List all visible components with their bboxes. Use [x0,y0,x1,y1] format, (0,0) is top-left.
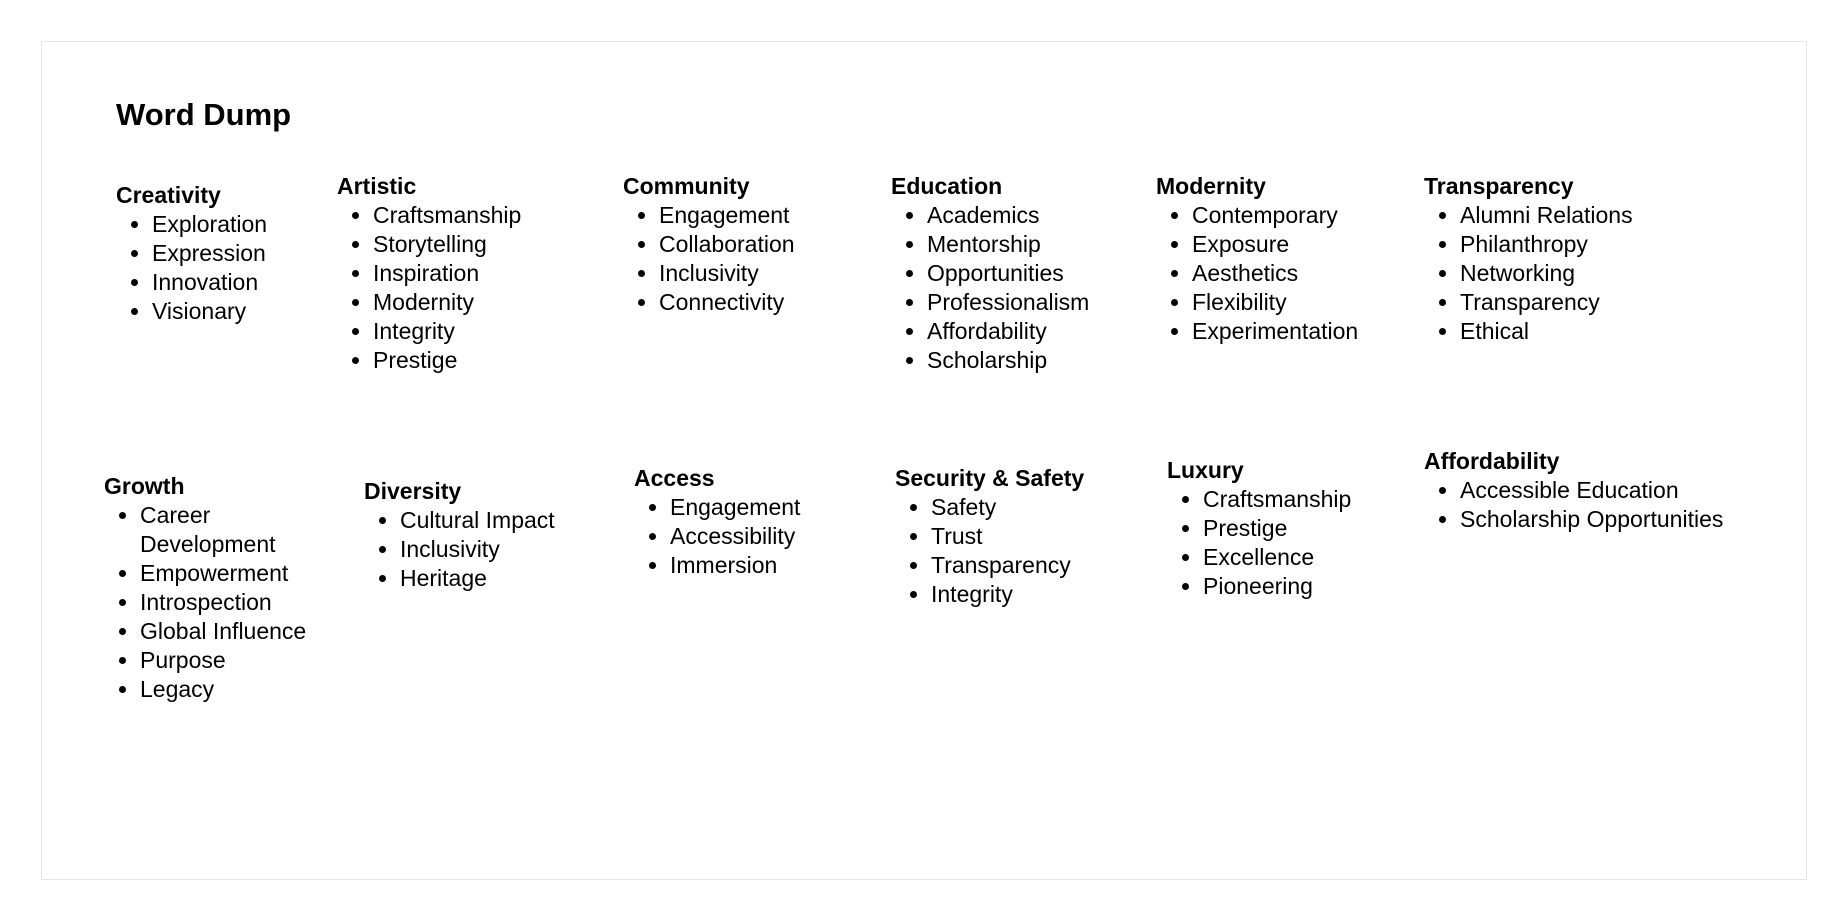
group-heading: Affordability [1424,448,1560,474]
group-list: Engagement Accessibility Immersion [634,493,800,580]
list-item: Trust [931,522,1084,551]
list-item: Mentorship [927,230,1089,259]
list-item: Visionary [152,297,267,326]
list-item: Craftsmanship [373,201,521,230]
list-item: Empowerment [140,559,334,588]
list-item: Craftsmanship [1203,485,1351,514]
group-heading: Artistic [337,173,417,199]
group-heading: Transparency [1424,173,1574,199]
group-list: Alumni Relations Philanthropy Networking… [1424,201,1633,346]
list-item: Accessibility [670,522,800,551]
list-item: Transparency [931,551,1084,580]
list-item: Pioneering [1203,572,1351,601]
list-item: Prestige [1203,514,1351,543]
canvas-frame [41,41,1807,880]
group-heading: Growth [104,473,185,499]
group-heading: Luxury [1167,457,1244,483]
list-item: Networking [1460,259,1633,288]
group-affordability: Affordability Accessible Education Schol… [1424,447,1723,534]
list-item: Aesthetics [1192,259,1358,288]
group-heading: Community [623,173,750,199]
list-item: Exploration [152,210,267,239]
list-item: Integrity [931,580,1084,609]
group-education: Education Academics Mentorship Opportuni… [891,172,1089,375]
list-item: Ethical [1460,317,1633,346]
list-item: Expression [152,239,267,268]
list-item: Contemporary [1192,201,1358,230]
group-transparency: Transparency Alumni Relations Philanthro… [1424,172,1633,346]
list-item: Opportunities [927,259,1089,288]
list-item: Professionalism [927,288,1089,317]
group-list: Craftsmanship Prestige Excellence Pionee… [1167,485,1351,601]
list-item: Immersion [670,551,800,580]
list-item: Flexibility [1192,288,1358,317]
list-item: Cultural Impact [400,506,555,535]
group-heading: Modernity [1156,173,1266,199]
group-heading: Security & Safety [895,465,1085,491]
group-list: Academics Mentorship Opportunities Profe… [891,201,1089,375]
list-item: Transparency [1460,288,1633,317]
group-heading: Education [891,173,1003,199]
group-list: Contemporary Exposure Aesthetics Flexibi… [1156,201,1358,346]
list-item: Integrity [373,317,521,346]
group-list: Engagement Collaboration Inclusivity Con… [623,201,795,317]
list-item: Storytelling [373,230,521,259]
list-item: Alumni Relations [1460,201,1633,230]
group-list: Cultural Impact Inclusivity Heritage [364,506,555,593]
list-item: Introspection [140,588,334,617]
list-item: Connectivity [659,288,795,317]
group-artistic: Artistic Craftsmanship Storytelling Insp… [337,172,521,375]
group-heading: Creativity [116,182,221,208]
group-heading: Diversity [364,478,462,504]
group-community: Community Engagement Collaboration Inclu… [623,172,795,317]
list-item: Engagement [659,201,795,230]
group-heading: Access [634,465,715,491]
group-list: Career Development Empowerment Introspec… [104,501,334,704]
list-item: Scholarship Opportunities [1460,505,1723,534]
list-item: Modernity [373,288,521,317]
list-item: Accessible Education [1460,476,1723,505]
list-item: Innovation [152,268,267,297]
list-item: Prestige [373,346,521,375]
group-creativity: Creativity Exploration Expression Innova… [116,181,267,326]
group-list: Safety Trust Transparency Integrity [895,493,1084,609]
list-item: Inspiration [373,259,521,288]
list-item: Scholarship [927,346,1089,375]
group-list: Craftsmanship Storytelling Inspiration M… [337,201,521,375]
list-item: Experimentation [1192,317,1358,346]
group-luxury: Luxury Craftsmanship Prestige Excellence… [1167,456,1351,601]
list-item: Inclusivity [659,259,795,288]
list-item: Collaboration [659,230,795,259]
list-item: Engagement [670,493,800,522]
list-item: Affordability [927,317,1089,346]
group-list: Accessible Education Scholarship Opportu… [1424,476,1723,534]
list-item: Purpose [140,646,334,675]
group-modernity: Modernity Contemporary Exposure Aestheti… [1156,172,1358,346]
list-item: Safety [931,493,1084,522]
list-item: Academics [927,201,1089,230]
group-diversity: Diversity Cultural Impact Inclusivity He… [364,477,555,593]
list-item: Philanthropy [1460,230,1633,259]
list-item: Inclusivity [400,535,555,564]
group-access: Access Engagement Accessibility Immersio… [634,464,800,580]
list-item: Heritage [400,564,555,593]
list-item: Legacy [140,675,334,704]
list-item: Global Influence [140,617,334,646]
list-item: Excellence [1203,543,1351,572]
group-security-safety: Security & Safety Safety Trust Transpare… [895,464,1084,609]
group-list: Exploration Expression Innovation Vision… [116,210,267,326]
page-title: Word Dump [116,97,292,132]
list-item: Career Development [140,501,300,559]
group-growth: Growth Career Development Empowerment In… [104,472,334,704]
list-item: Exposure [1192,230,1358,259]
